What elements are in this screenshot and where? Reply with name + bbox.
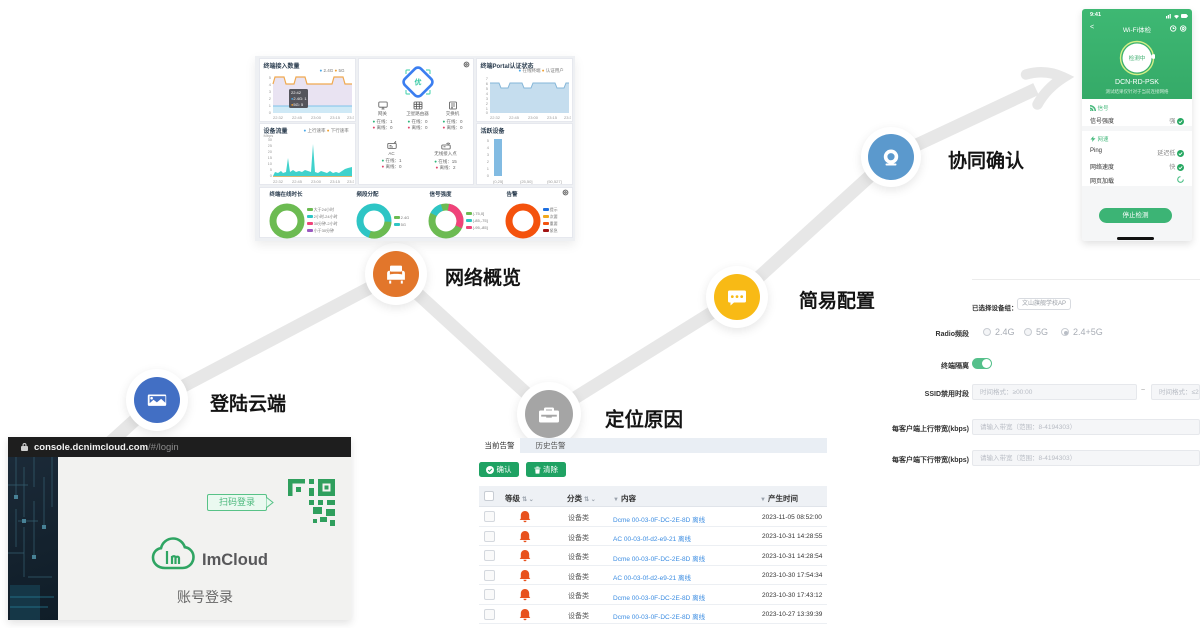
svg-text:7: 7 [485, 76, 488, 81]
svg-text:2: 2 [268, 96, 271, 101]
svg-text:6: 6 [485, 81, 488, 86]
svg-text:5: 5 [486, 138, 489, 143]
svg-text:22:45: 22:45 [509, 115, 520, 119]
svg-text:22:45: 22:45 [292, 115, 303, 119]
svg-text:●5G: 5: ●5G: 5 [291, 102, 304, 107]
svg-text:3: 3 [268, 89, 271, 94]
svg-text:23:30: 23:30 [347, 179, 354, 184]
svg-text:0: 0 [269, 173, 272, 178]
svg-text:(50,527]: (50,527] [547, 179, 562, 184]
svg-text:5: 5 [269, 167, 272, 172]
svg-text:0: 0 [486, 173, 489, 178]
svg-text:23:30: 23:30 [347, 115, 354, 119]
svg-text:23:15: 23:15 [330, 179, 341, 184]
svg-text:4: 4 [486, 145, 489, 150]
svg-text:检测中: 检测中 [1129, 54, 1146, 62]
svg-text:10: 10 [268, 161, 273, 166]
svg-text:22:32: 22:32 [273, 115, 284, 119]
svg-text:0: 0 [485, 110, 488, 115]
svg-text:4: 4 [485, 91, 488, 96]
svg-text:1: 1 [485, 106, 488, 111]
svg-text:2: 2 [486, 159, 489, 164]
svg-text:25: 25 [268, 143, 273, 148]
svg-text:(25,50]: (25,50] [520, 179, 532, 184]
svg-text:23:15: 23:15 [547, 115, 558, 119]
svg-text:23:00: 23:00 [311, 115, 322, 119]
svg-text:22:32: 22:32 [490, 115, 501, 119]
svg-text:优: 优 [414, 78, 421, 87]
svg-text:1: 1 [268, 103, 271, 108]
svg-text:0: 0 [268, 110, 271, 115]
svg-text:23:00: 23:00 [311, 179, 322, 184]
svg-text:3: 3 [485, 96, 488, 101]
svg-text:2: 2 [485, 101, 488, 106]
svg-text:3: 3 [486, 152, 489, 157]
svg-text:(0,25]: (0,25] [493, 179, 503, 184]
svg-text:1: 1 [486, 166, 489, 171]
svg-text:23:15: 23:15 [330, 115, 341, 119]
svg-text:15: 15 [268, 155, 273, 160]
svg-text:22:32: 22:32 [273, 179, 284, 184]
svg-text:●2.4G: 1: ●2.4G: 1 [291, 96, 307, 101]
svg-text:22:42: 22:42 [291, 90, 302, 95]
svg-text:20: 20 [268, 149, 273, 154]
svg-text:5: 5 [485, 86, 488, 91]
svg-text:23:30: 23:30 [564, 115, 571, 119]
svg-text:4: 4 [268, 82, 271, 87]
svg-text:30: 30 [268, 137, 273, 142]
svg-text:22:45: 22:45 [292, 179, 303, 184]
svg-text:23:00: 23:00 [528, 115, 539, 119]
svg-text:5: 5 [268, 75, 271, 80]
